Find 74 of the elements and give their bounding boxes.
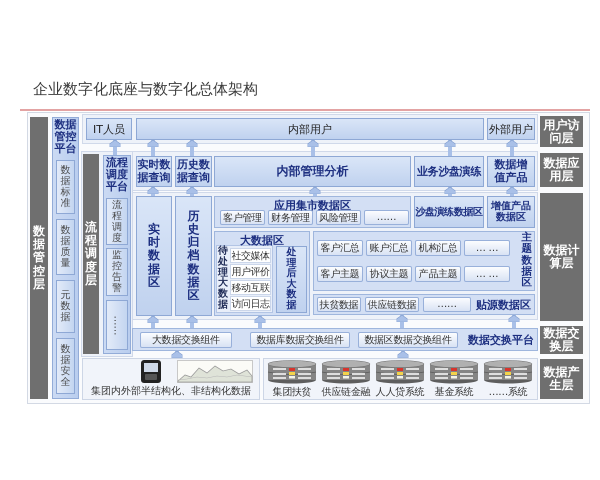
zone-title: 数据交换平台 bbox=[468, 332, 534, 347]
layer-label: 数据产生层 bbox=[540, 359, 583, 399]
zone-title: 大数据区 bbox=[240, 233, 284, 248]
application-box: 数据增值产品 bbox=[487, 156, 535, 187]
panel-title: 流程调度平台 bbox=[105, 157, 129, 194]
source-panel bbox=[263, 358, 538, 400]
item-box: 客户主题 bbox=[317, 266, 363, 282]
database-label: 人人贷系统 bbox=[376, 386, 424, 399]
item-box: 扶贫数据 bbox=[317, 297, 361, 312]
data-zone-box: 增值产品数据区 bbox=[487, 196, 535, 228]
item-box: 客户汇总 bbox=[317, 240, 363, 256]
layer-label: 数据管控层 bbox=[30, 117, 48, 399]
module-box: 数据安全 bbox=[56, 338, 75, 394]
application-box: 业务沙盘演练 bbox=[414, 156, 484, 187]
layer-label: 数据应用层 bbox=[540, 153, 583, 187]
data-zone-panel bbox=[313, 294, 535, 315]
application-box: 内部管理分析 bbox=[214, 156, 411, 187]
item-box: 移动互联 bbox=[230, 280, 271, 295]
component-box: 数据库数据交换组件 bbox=[250, 332, 350, 348]
user-group-box: 外部用户 bbox=[487, 118, 535, 140]
data-zone-panel bbox=[313, 231, 535, 291]
database-label: ……系统 bbox=[488, 386, 528, 399]
module-box: 元数据 bbox=[56, 280, 75, 333]
data-zone-box: 沙盘演练数据区 bbox=[414, 196, 484, 228]
application-box: 历史数据查询 bbox=[175, 156, 212, 187]
application-box: 实时数据查询 bbox=[136, 156, 172, 187]
item-box: 风险管理 bbox=[316, 210, 361, 225]
layer-label: 流程调度层 bbox=[83, 154, 99, 354]
source-caption: 集团内外部半结构化、非结构化数据 bbox=[91, 385, 251, 398]
item-box: …… bbox=[423, 297, 471, 312]
source-panel bbox=[82, 358, 260, 400]
component-box: 大数据交换组件 bbox=[140, 332, 232, 348]
platform-panel bbox=[103, 155, 131, 354]
zone-title: 待处理大数据 bbox=[218, 246, 228, 312]
item-box: … … bbox=[464, 266, 510, 282]
data-zone-box: 历史归档数据区 bbox=[175, 196, 212, 316]
data-group-panel bbox=[216, 245, 273, 313]
item-box: 财务管理 bbox=[268, 210, 313, 225]
diagram-title: 企业数字化底座与数字化总体架构 bbox=[33, 80, 258, 99]
item-box: 用户评价 bbox=[230, 264, 271, 279]
module-box: 流程调度 bbox=[106, 198, 128, 245]
item-box: 客户管理 bbox=[220, 210, 265, 225]
database-label: 基金系统 bbox=[434, 386, 474, 399]
zone-title: 贴源数据区 bbox=[476, 297, 531, 312]
item-box: 供应链数据 bbox=[365, 297, 419, 312]
item-box: 社交媒体 bbox=[230, 248, 271, 263]
module-box: 数据质量 bbox=[56, 219, 75, 275]
item-box: 机构汇总 bbox=[415, 240, 461, 256]
data-zone-box: 实时数据区 bbox=[136, 196, 172, 316]
item-box: 产品主题 bbox=[415, 266, 461, 282]
item-box: 协议主题 bbox=[366, 266, 412, 282]
layer-label: 用户访问层 bbox=[540, 116, 583, 147]
user-group-box: IT人员 bbox=[86, 118, 132, 140]
exchange-panel bbox=[132, 328, 538, 351]
component-box: 数据区数据交换组件 bbox=[358, 332, 458, 348]
zone-title: 主题数据区 bbox=[522, 232, 532, 290]
layer-label: 数据计算层 bbox=[540, 193, 583, 321]
database-label: 集团扶贫 bbox=[272, 386, 312, 399]
item-box: 账户汇总 bbox=[366, 240, 412, 256]
data-zone-box: 处理后大数据 bbox=[276, 246, 307, 313]
module-box: 监控告警 bbox=[106, 248, 128, 296]
data-zone-panel bbox=[214, 196, 411, 228]
module-box: 数据标准 bbox=[56, 160, 75, 214]
item-box: …… bbox=[364, 210, 409, 225]
data-zone-panel bbox=[214, 231, 310, 316]
zone-title: 应用集市数据区 bbox=[274, 198, 351, 212]
item-box: 访问日志 bbox=[230, 296, 271, 311]
user-group-box: 内部用户 bbox=[136, 118, 484, 140]
database-label: 供应链金融 bbox=[322, 386, 370, 399]
platform-panel bbox=[52, 117, 79, 399]
module-box: …… bbox=[106, 300, 128, 350]
item-box: … … bbox=[464, 240, 510, 256]
layer-label: 数据交换层 bbox=[540, 326, 583, 354]
panel-title: 数据管控平台 bbox=[54, 119, 78, 156]
